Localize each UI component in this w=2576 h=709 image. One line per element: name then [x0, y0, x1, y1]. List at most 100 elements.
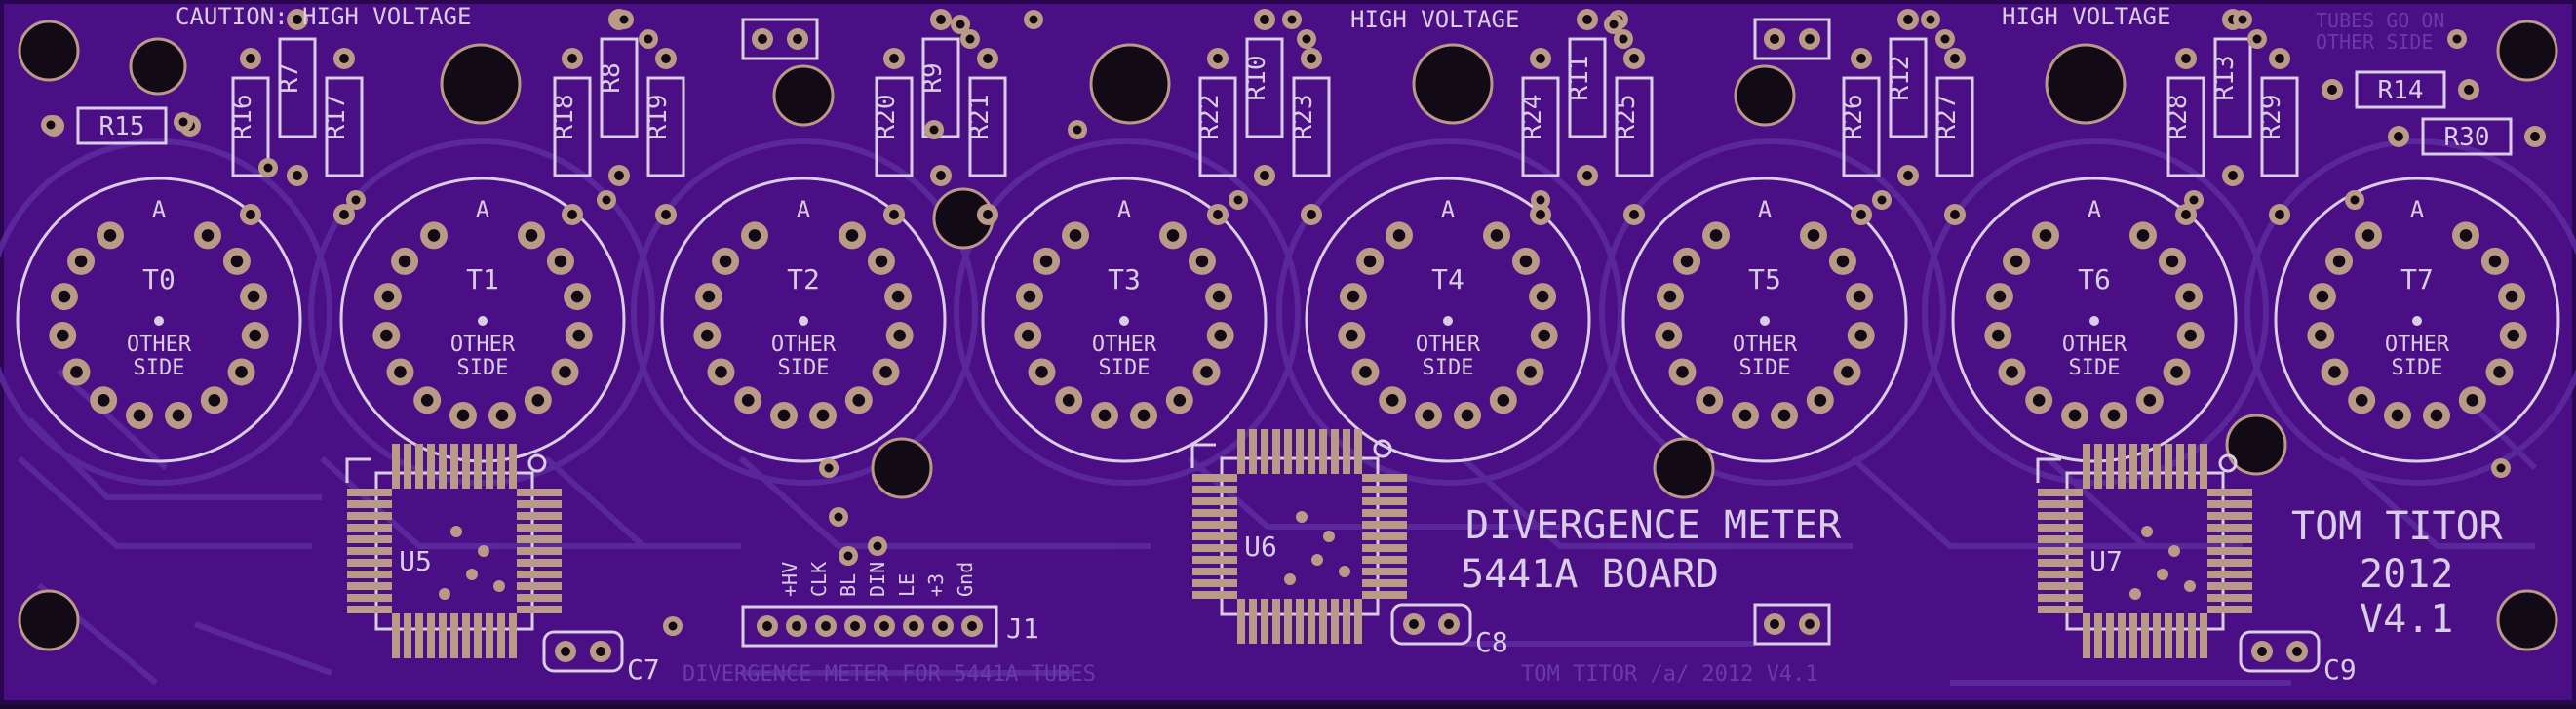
chip-pad — [2207, 524, 2252, 532]
tube-center-mark — [1443, 316, 1453, 326]
chip-pin1-mark — [1373, 439, 1392, 458]
tube-pin-pad — [872, 358, 900, 386]
tube-pin-pad — [449, 401, 477, 429]
chip-pad — [2207, 512, 2252, 520]
chip-pad — [2200, 613, 2207, 658]
tube-pin-pad — [2100, 401, 2128, 429]
tube-pin-pad — [1055, 386, 1083, 414]
trace — [319, 455, 741, 549]
chip-pad — [2118, 613, 2126, 658]
pad — [930, 9, 952, 30]
pad — [2175, 48, 2197, 69]
chip-pad — [2038, 606, 2083, 613]
tube-name-label: T5 — [1748, 263, 1781, 295]
chip-pad — [1192, 579, 1237, 587]
tube-pin-pad — [227, 358, 255, 386]
resistor-r12: R12 — [1886, 9, 1928, 186]
pad — [1254, 9, 1275, 30]
mounting-hole — [1653, 437, 1715, 499]
via — [1284, 573, 1296, 585]
chip-pad — [1362, 532, 1407, 540]
chip-pad — [2038, 535, 2083, 543]
chip-pad — [462, 613, 470, 658]
tube-pin-pad — [2032, 221, 2059, 250]
resistor-outline — [1889, 37, 1928, 138]
chip-pad — [347, 547, 392, 555]
chip-pad — [1192, 521, 1237, 529]
chip-pad — [1192, 486, 1237, 493]
tube-side-label: SIDE — [457, 356, 509, 380]
tube-pin-pad — [1351, 358, 1380, 386]
chip-label: U7 — [2089, 545, 2123, 577]
resistor-label: R15 — [99, 112, 145, 141]
via — [450, 526, 462, 537]
chip-pad — [347, 606, 392, 613]
chip-pad — [2038, 582, 2083, 590]
pad — [2269, 204, 2290, 225]
chip-pad — [1237, 599, 1245, 644]
tube-pin-pad — [546, 247, 574, 275]
tube-pin-pad — [1090, 401, 1118, 429]
via-pad — [2184, 190, 2204, 210]
chip-pad — [2207, 594, 2252, 602]
tube-pin-pad — [1702, 221, 1730, 250]
chip-pad — [450, 444, 458, 489]
pad — [1944, 48, 1966, 69]
resistor-outline — [646, 76, 685, 177]
resistor-outline — [875, 76, 914, 177]
tube-other-label: OTHER — [1733, 333, 1798, 357]
chip-pad — [2207, 500, 2252, 508]
resistor-r10: R10 — [1242, 9, 1284, 186]
via-pad — [868, 536, 887, 556]
capacitor-label: C7 — [627, 653, 660, 686]
pad — [1799, 613, 1820, 635]
chip-pad — [1362, 568, 1407, 575]
chip-pad — [509, 444, 517, 489]
tube-side-label: SIDE — [1099, 356, 1151, 380]
chip-pad — [486, 613, 493, 658]
tube-center-mark — [1119, 316, 1129, 326]
via-pad — [2447, 29, 2467, 49]
chip-pad — [404, 444, 411, 489]
chip-pad — [2165, 613, 2172, 658]
trace — [738, 455, 1151, 549]
pad — [1897, 165, 1919, 186]
chip-pad — [1192, 591, 1237, 599]
tube-pin-pad — [769, 401, 798, 429]
pad — [240, 48, 261, 69]
pad — [287, 9, 308, 30]
capacitor-c8: C8 — [1390, 603, 1508, 658]
tube-pin-pad — [1668, 358, 1697, 386]
chip-pad — [486, 444, 493, 489]
tube-anode-label: A — [1758, 196, 1773, 223]
tube-anode-label: A — [152, 196, 167, 223]
chip-pad — [450, 613, 458, 658]
author-year: 2012 — [2360, 552, 2453, 597]
tube-pin-pad — [97, 221, 124, 250]
tube-side-label: SIDE — [2069, 356, 2121, 380]
tube-pin-pad — [694, 283, 722, 311]
pad — [1897, 9, 1919, 30]
tube-pin-pad — [1062, 221, 1089, 250]
pad — [1254, 165, 1275, 186]
resistor-outline — [1615, 76, 1654, 177]
pad — [1577, 165, 1598, 186]
tube-pin-pad — [1338, 322, 1366, 350]
connector-pin-label: BL — [837, 573, 860, 597]
tube-pin-pad — [741, 221, 768, 250]
tube-pin-pad — [2176, 322, 2205, 350]
tube-pin-pad — [391, 247, 419, 275]
chip-pad — [439, 444, 447, 489]
trace — [56, 368, 169, 471]
chip-pad — [1319, 599, 1327, 644]
pad — [787, 28, 808, 50]
via-pad — [1024, 10, 1043, 29]
tube-pin-pad — [2135, 386, 2164, 414]
chip-pad — [2038, 547, 2083, 555]
resistor-outline — [76, 106, 168, 145]
pad — [2458, 79, 2479, 100]
chip-pad — [509, 613, 517, 658]
chip-pad — [427, 444, 435, 489]
